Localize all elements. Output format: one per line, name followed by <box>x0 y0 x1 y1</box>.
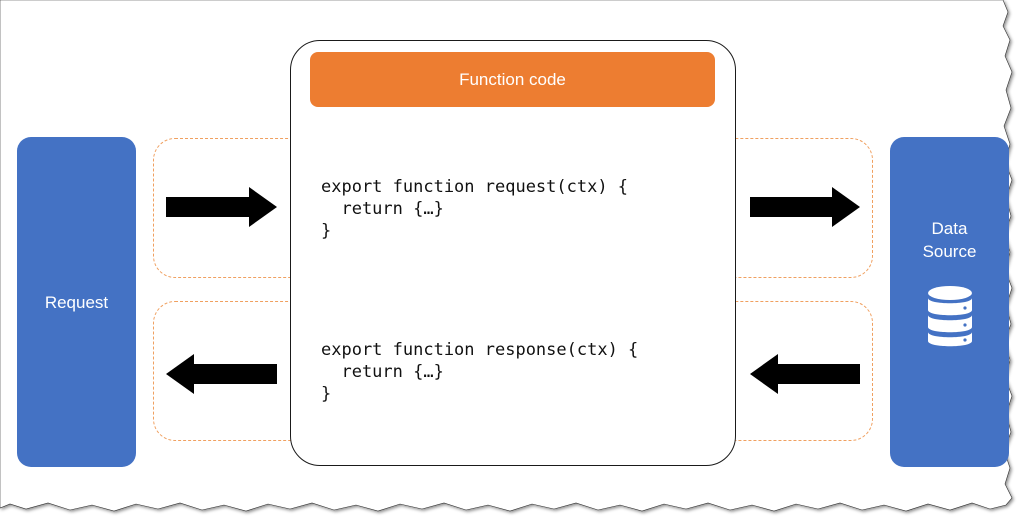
arrow-request-to-datasource <box>750 187 860 227</box>
response-handler-code: export function response(ctx) { return {… <box>321 339 638 405</box>
arrow-datasource-to-response <box>750 354 860 394</box>
request-code-line1: export function request(ctx) { <box>321 177 629 197</box>
request-code-line2: return {…} <box>321 199 444 219</box>
request-box: Request <box>17 137 136 467</box>
arrow-request-in <box>166 187 277 227</box>
database-icon <box>927 286 972 347</box>
data-source-box: Data Source <box>890 137 1009 467</box>
data-source-label-line2: Source <box>922 242 977 261</box>
response-code-line2: return {…} <box>321 362 444 382</box>
data-source-label-line1: Data <box>931 219 968 238</box>
function-code-container <box>290 40 736 466</box>
response-code-line3: } <box>321 384 332 404</box>
response-code-line1: export function response(ctx) { <box>321 340 639 360</box>
function-code-title: Function code <box>459 69 566 89</box>
request-handler-code: export function request(ctx) { return {…… <box>321 176 628 242</box>
function-code-header: Function code <box>310 52 715 107</box>
arrow-response-out <box>166 354 277 394</box>
request-label: Request <box>44 292 109 312</box>
request-code-line3: } <box>321 221 332 241</box>
